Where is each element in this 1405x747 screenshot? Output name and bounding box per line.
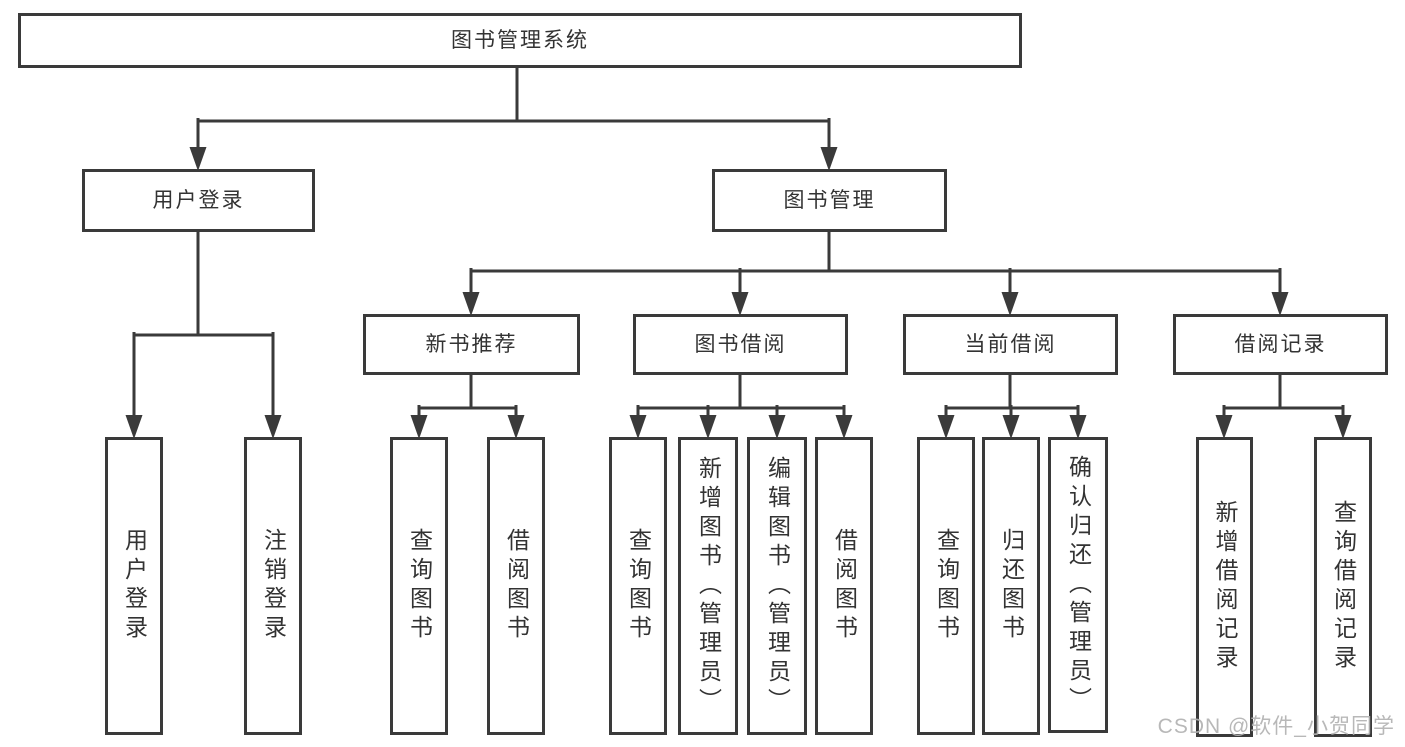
leaf-newbook-query-books: 查询图书 [390, 437, 448, 735]
node-label: 新书推荐 [425, 333, 518, 356]
leaf-records-add-record: 新增借阅记录 [1196, 437, 1253, 737]
node-label: 查询图书 [625, 528, 652, 644]
leaf-records-query-record: 查询借阅记录 [1314, 437, 1372, 737]
node-label: 用户登录 [121, 528, 148, 644]
leaf-borrow-edit-books-admin: 编辑图书（管理员） [747, 437, 807, 735]
csdn-watermark: CSDN @软件_小贺同学 [1157, 715, 1395, 738]
leaf-borrow-add-books-admin: 新增图书（管理员） [678, 437, 738, 735]
leaf-current-return-books: 归还图书 [982, 437, 1040, 735]
leaf-current-query-books: 查询图书 [917, 437, 975, 735]
node-label: 图书管理系统 [451, 29, 589, 52]
node-label: 确认归还（管理员） [1065, 454, 1092, 716]
node-label: 注销登录 [260, 528, 287, 644]
node-label: 借阅记录 [1234, 333, 1327, 356]
node-root: 图书管理系统 [18, 13, 1022, 68]
node-label: 查询图书 [406, 528, 433, 644]
node-label: 借阅图书 [831, 528, 858, 644]
node-label: 借阅图书 [503, 528, 530, 644]
node-user-login: 用户登录 [82, 169, 315, 232]
leaf-borrow-borrow-books: 借阅图书 [815, 437, 873, 735]
node-new-book-recommend: 新书推荐 [363, 314, 580, 375]
leaf-newbook-borrow-books: 借阅图书 [487, 437, 545, 735]
node-label: 归还图书 [998, 528, 1025, 644]
node-label: 图书借阅 [694, 333, 787, 356]
leaf-logout-login: 注销登录 [244, 437, 302, 735]
node-label: 用户登录 [152, 189, 245, 212]
node-label: 查询图书 [933, 528, 960, 644]
leaf-borrow-query-books: 查询图书 [609, 437, 667, 735]
node-label: 新增图书（管理员） [695, 455, 722, 717]
node-label: 查询借阅记录 [1330, 500, 1357, 674]
node-label: 当前借阅 [964, 333, 1057, 356]
node-label: 新增借阅记录 [1212, 500, 1238, 674]
node-label: 图书管理 [783, 189, 876, 212]
leaf-user-login: 用户登录 [105, 437, 163, 735]
leaf-current-confirm-return-admin: 确认归还（管理员） [1048, 437, 1108, 733]
node-book-borrow: 图书借阅 [633, 314, 848, 375]
node-label: 编辑图书（管理员） [764, 455, 791, 717]
node-current-borrow: 当前借阅 [903, 314, 1118, 375]
node-book-management: 图书管理 [712, 169, 947, 232]
node-borrow-records: 借阅记录 [1173, 314, 1388, 375]
